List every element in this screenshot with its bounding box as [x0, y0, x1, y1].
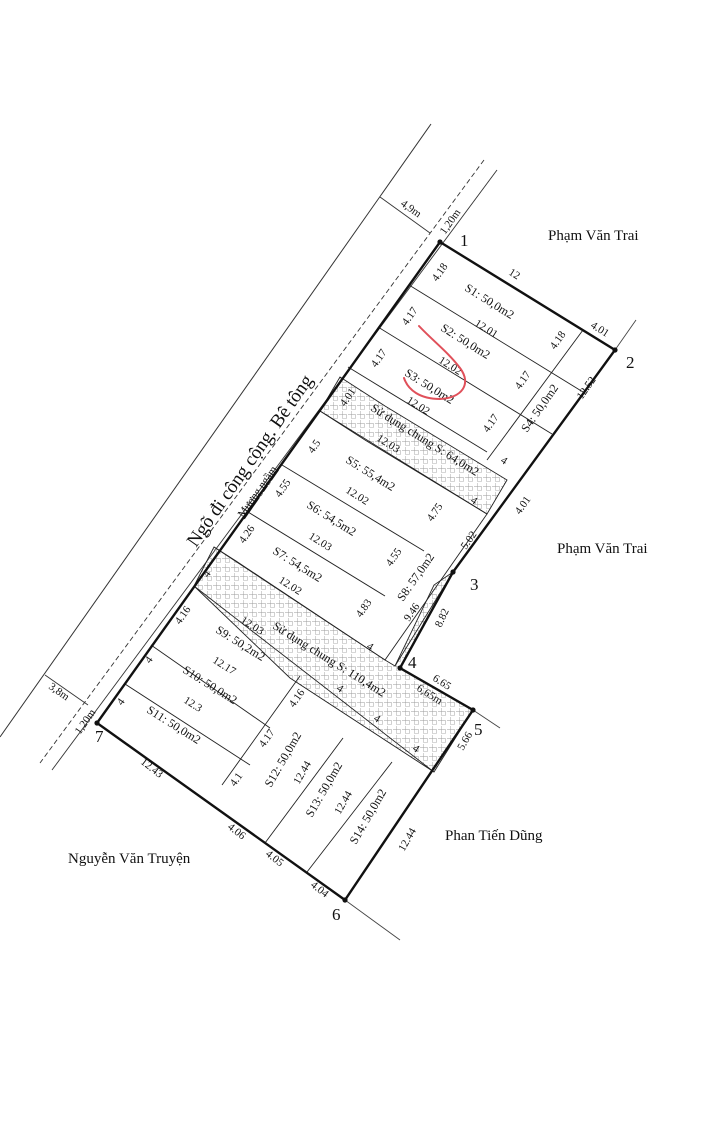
svg-text:12.01: 12.01 — [472, 317, 499, 340]
svg-text:4: 4 — [498, 454, 509, 467]
dim-line-bottom — [44, 674, 89, 706]
svg-text:8.82: 8.82 — [433, 607, 452, 630]
svg-text:4.83: 4.83 — [354, 597, 375, 620]
neighbor-southwest: Nguyễn Văn Truyện — [68, 851, 191, 867]
parcel-boundary — [95, 240, 617, 902]
svg-text:12.44: 12.44 — [396, 826, 419, 854]
svg-text:4.05: 4.05 — [263, 848, 286, 870]
neighbor-north: Phạm Văn Trai — [548, 228, 639, 244]
svg-text:4.01: 4.01 — [513, 494, 534, 517]
svg-text:4: 4 — [201, 568, 214, 580]
point-5-label: 5 — [474, 720, 483, 739]
point-3-label: 3 — [470, 575, 479, 594]
road-width-top: 4,9m — [398, 198, 424, 221]
svg-text:4.04: 4.04 — [308, 879, 331, 901]
svg-text:4.17: 4.17 — [369, 347, 390, 370]
svg-text:12: 12 — [506, 266, 522, 282]
road-label: Ngõ đi công cộng. Bê tông — [183, 371, 318, 551]
red-highlight-annotation — [403, 325, 467, 401]
svg-text:4: 4 — [143, 654, 156, 666]
plot-s1: S1: 50,0m2 — [462, 281, 516, 322]
plot-labels: S1: 50,0m2 4.18 12.01 S2: 50,0m2 4.17 12… — [115, 261, 569, 847]
svg-text:12.44: 12.44 — [332, 789, 355, 817]
road-lines — [0, 123, 498, 771]
svg-text:12.43: 12.43 — [138, 756, 165, 781]
svg-text:4.17: 4.17 — [400, 305, 421, 328]
road-outer-edge — [0, 123, 432, 738]
svg-text:4.06: 4.06 — [225, 821, 248, 843]
svg-text:4: 4 — [334, 682, 345, 695]
svg-text:4.55: 4.55 — [273, 477, 294, 500]
point-1-label: 1 — [460, 231, 469, 250]
neighbor-southeast: Phan Tiến Dũng — [445, 828, 543, 844]
svg-text:4.16: 4.16 — [173, 604, 194, 627]
road-inner-edge — [51, 169, 498, 771]
corner-points — [94, 239, 618, 903]
svg-text:4.17: 4.17 — [513, 369, 534, 392]
svg-text:4.17: 4.17 — [481, 412, 502, 435]
point-6-label: 6 — [332, 905, 341, 924]
neighbor-east: Phạm Văn Trai — [557, 541, 648, 557]
road-width-bottom: 3,8m — [46, 681, 72, 704]
svg-text:12.17: 12.17 — [210, 654, 238, 678]
svg-text:4: 4 — [410, 742, 421, 755]
svg-text:4.5: 4.5 — [306, 437, 324, 456]
svg-text:4.75: 4.75 — [425, 501, 446, 524]
svg-text:4: 4 — [371, 712, 382, 725]
extension-lines — [344, 319, 637, 941]
plot-s7: S7: 54,5m2 — [270, 544, 324, 585]
svg-text:4.17: 4.17 — [257, 727, 278, 750]
svg-text:4.18: 4.18 — [430, 261, 451, 284]
svg-text:5.02: 5.02 — [459, 529, 480, 552]
svg-text:4.26: 4.26 — [237, 523, 258, 546]
point-2-label: 2 — [626, 353, 635, 372]
svg-text:4.18: 4.18 — [548, 329, 569, 352]
svg-text:4.55: 4.55 — [384, 546, 405, 569]
svg-text:4: 4 — [115, 696, 128, 708]
ditch-edge-dashed — [39, 159, 485, 764]
svg-text:4: 4 — [468, 494, 479, 507]
point-4-label: 4 — [408, 653, 417, 672]
svg-text:12.44: 12.44 — [291, 759, 314, 787]
point-7-label: 7 — [95, 727, 104, 746]
svg-text:12.3: 12.3 — [181, 694, 204, 715]
dim-line-top — [379, 196, 431, 234]
svg-text:4: 4 — [364, 640, 375, 653]
